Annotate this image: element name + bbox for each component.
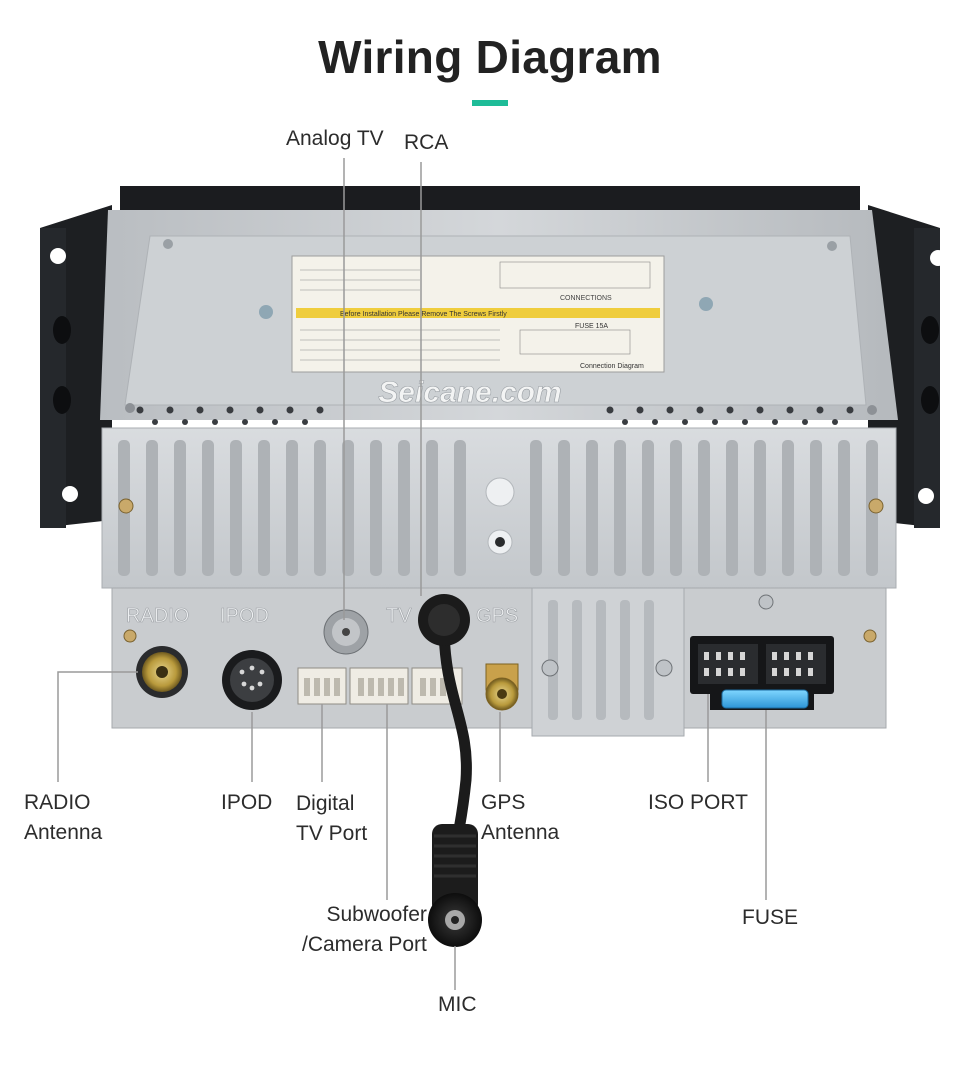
label-radio-antenna: RADIO Antenna xyxy=(24,788,102,848)
sticker-fuse: FUSE 15A xyxy=(575,323,608,330)
leader-radio-antenna xyxy=(57,671,138,782)
label-digital-tv-port-line-1: Digital xyxy=(296,792,355,815)
label-radio-antenna-line-2: Antenna xyxy=(24,821,103,844)
silkscreen-radio: RADIO xyxy=(126,605,189,627)
sticker-heading: CONNECTIONS xyxy=(560,295,612,302)
label-subwoofer-line-1: Subwoofer xyxy=(326,903,427,926)
vent-holes xyxy=(136,406,854,425)
silkscreen-gps: GPS xyxy=(476,605,518,627)
digital-tv-connectors xyxy=(297,667,463,705)
watermark: Seicane.com xyxy=(378,376,561,409)
fuse-holder xyxy=(710,689,814,710)
label-ipod: IPOD xyxy=(221,791,273,814)
silkscreen-ipod: IPOD xyxy=(220,605,269,627)
leader-lines xyxy=(57,158,767,990)
iso-port-connector xyxy=(690,636,834,694)
analog-tv-port xyxy=(323,609,369,655)
label-gps-antenna-line-1: GPS xyxy=(481,791,526,814)
label-iso-port: ISO PORT xyxy=(648,791,748,814)
panel-silkscreen: RADIO IPOD TV GPS xyxy=(126,605,519,628)
label-subwoofer-line-2: /Camera Port xyxy=(302,933,427,956)
sticker-diagram: Connection Diagram xyxy=(580,363,644,370)
gps-antenna-port xyxy=(485,663,519,711)
label-radio-antenna-line-1: RADIO xyxy=(24,791,91,814)
heatsink xyxy=(101,427,897,589)
label-gps-antenna: GPS Antenna xyxy=(481,788,559,848)
label-subwoofer-camera-port: Subwoofer /Camera Port xyxy=(302,900,427,960)
ipod-port xyxy=(222,650,282,710)
subwoofer-camera-cable xyxy=(418,594,482,947)
radio-antenna-port xyxy=(136,646,188,698)
label-mic: MIC xyxy=(438,993,477,1016)
sticker-notice: Before Installation Please Remove The Sc… xyxy=(340,311,507,318)
label-rca: RCA xyxy=(404,131,449,154)
label-gps-antenna-line-2: Antenna xyxy=(481,821,560,844)
label-analog-tv: Analog TV xyxy=(286,127,384,150)
label-digital-tv-port: Digital TV Port xyxy=(296,789,367,849)
label-digital-tv-port-line-2: TV Port xyxy=(296,822,368,845)
left-mounting-bracket xyxy=(40,205,112,528)
title-underline xyxy=(472,100,508,106)
page-title: Wiring Diagram xyxy=(318,31,662,83)
top-frame xyxy=(120,186,860,210)
label-fuse: FUSE xyxy=(742,906,799,929)
connection-sticker: CONNECTIONS Before Installation Please R… xyxy=(291,255,665,373)
silkscreen-tv: TV xyxy=(386,605,412,627)
